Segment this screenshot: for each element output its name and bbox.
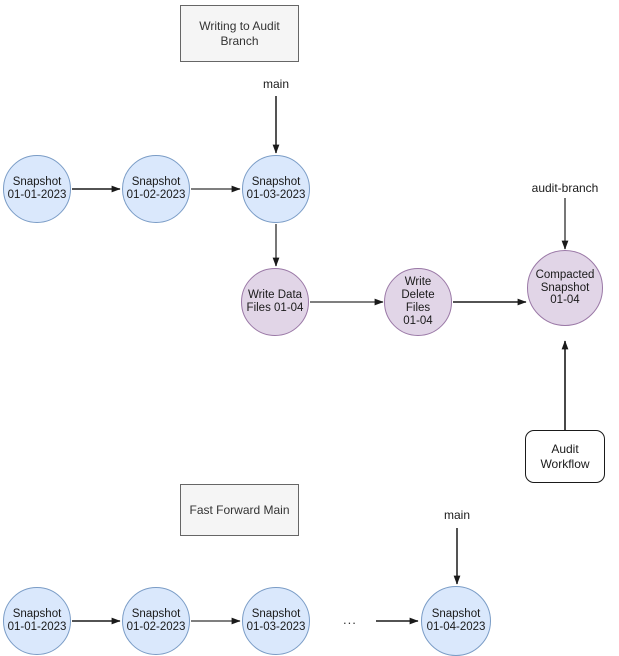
group-fast-forward-main[interactable]: Fast Forward Main	[180, 484, 299, 536]
node-snapshot-01-01-2023-top[interactable]: Snapshot 01-01-2023	[3, 155, 71, 223]
node-write-delete-files-01-04[interactable]: Write Delete Files 01-04	[384, 268, 452, 336]
node-snapshot-01-03-2023-bottom[interactable]: Snapshot 01-03-2023	[242, 587, 310, 655]
node-label: Snapshot 01-03-2023	[246, 608, 306, 633]
node-label: Snapshot 01-02-2023	[126, 608, 186, 633]
node-compacted-snapshot-01-04[interactable]: Compacted Snapshot 01-04	[527, 250, 603, 326]
node-snapshot-01-02-2023-top[interactable]: Snapshot 01-02-2023	[122, 155, 190, 223]
node-label: Snapshot 01-01-2023	[7, 176, 67, 201]
node-label: Snapshot 01-03-2023	[246, 176, 306, 201]
branch-label-main-bottom: main	[443, 508, 470, 522]
ellipsis-indicator: ...	[343, 612, 357, 627]
node-snapshot-01-01-2023-bottom[interactable]: Snapshot 01-01-2023	[3, 587, 71, 655]
node-audit-workflow[interactable]: Audit Workflow	[525, 430, 605, 483]
node-snapshot-01-02-2023-bottom[interactable]: Snapshot 01-02-2023	[122, 587, 190, 655]
node-label: Snapshot 01-04-2023	[426, 608, 486, 633]
node-write-data-files-01-04[interactable]: Write Data Files 01-04	[241, 268, 309, 336]
node-label: Snapshot 01-02-2023	[126, 176, 186, 201]
branch-label-audit-branch: audit-branch	[531, 181, 599, 195]
branch-label-main-top: main	[262, 77, 289, 91]
node-label: Audit Workflow	[540, 441, 590, 471]
group-writing-to-audit-branch[interactable]: Writing to Audit Branch	[180, 5, 299, 62]
node-label: Write Delete Files 01-04	[401, 276, 435, 327]
node-label: Compacted Snapshot 01-04	[535, 268, 595, 307]
node-snapshot-01-03-2023-top[interactable]: Snapshot 01-03-2023	[242, 155, 310, 223]
node-label: Write Data Files 01-04	[246, 289, 304, 314]
node-label: Snapshot 01-01-2023	[7, 608, 67, 633]
group-label-fast-forward-main: Fast Forward Main	[189, 502, 290, 517]
node-snapshot-01-04-2023-bottom[interactable]: Snapshot 01-04-2023	[421, 586, 491, 656]
group-label-writing-to-audit-branch: Writing to Audit Branch	[199, 18, 280, 48]
